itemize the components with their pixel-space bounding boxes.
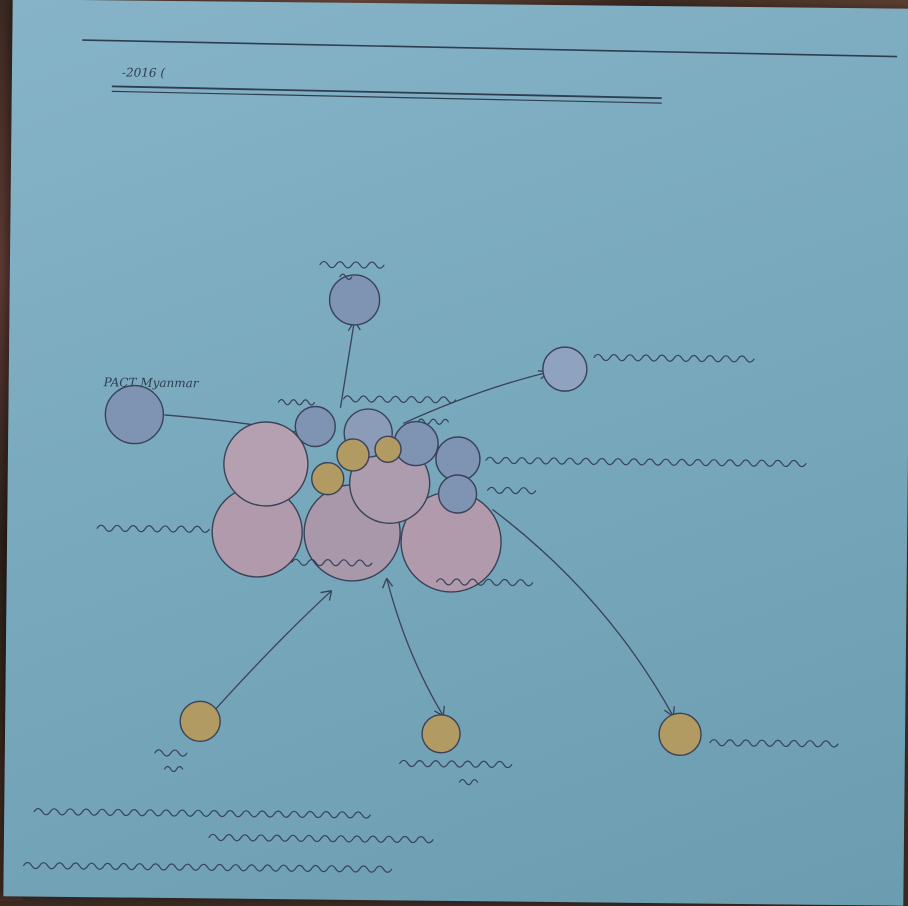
- scribble-bottom-center-label-2: [458, 778, 479, 786]
- cluster-small-right-lower: [437, 474, 478, 514]
- scribble-top-label: [319, 260, 385, 269]
- scribble-right-label: [485, 456, 807, 468]
- circle-bottom-left: [179, 700, 221, 743]
- header-underline-1: [82, 39, 898, 58]
- cluster-small-top-left: [294, 405, 336, 448]
- handwritten-annotations: [23, 260, 839, 873]
- circle-bottom-center: [421, 714, 461, 754]
- cluster-small-top-right: [393, 420, 439, 467]
- scribble-footer-line3: [23, 861, 393, 873]
- scribble-cluster-top-right: [417, 418, 449, 425]
- arrowhead-bottom-left: [320, 590, 333, 601]
- scribble-top-label-2: [339, 273, 353, 280]
- cluster-gold-3: [311, 461, 345, 496]
- arrow-to-upper-right-circle: [403, 371, 550, 425]
- scribble-cluster-top: [342, 395, 457, 404]
- scribble-footer-line1: [33, 808, 371, 819]
- scribble-footer-line2: [208, 833, 434, 844]
- arrowhead-bottom-center-up: [381, 577, 394, 589]
- header-underline-2: [111, 85, 662, 100]
- cluster-gold-2: [374, 435, 402, 463]
- scribble-bottom-center-label: [399, 759, 513, 769]
- arrow-to-bottom-center-circle: [386, 578, 444, 717]
- scribble-upper-right-label: [593, 353, 755, 363]
- scribble-bottom-right-label: [709, 739, 839, 748]
- cluster-mid-left: [223, 421, 309, 507]
- paper-sheet: -2016 (: [3, 0, 908, 906]
- scribble-bottom-left-label-2: [164, 765, 184, 773]
- circle-left-pact: [104, 384, 165, 445]
- header-title-line2: -2016 (: [122, 65, 166, 79]
- header-underline-3: [111, 90, 662, 104]
- arrow-lines: [164, 320, 676, 717]
- arrow-to-top-circle: [339, 320, 356, 408]
- venn-diagram: -2016 (: [23, 39, 898, 873]
- scribble-right-label-2: [487, 486, 537, 495]
- scribble-center-bottom-label: [291, 558, 373, 567]
- scribble-cluster-top-left: [277, 399, 316, 406]
- scribble-left-label: [96, 524, 210, 533]
- central-cluster: [211, 405, 502, 593]
- label-pact-myanmar: PACT Myanmar: [103, 375, 200, 390]
- circle-upper-right: [542, 346, 588, 392]
- scribble-bottom-left-label: [154, 749, 188, 757]
- arrow-from-left-circle: [164, 414, 309, 436]
- arrow-from-bottom-left-circle: [214, 590, 332, 710]
- cluster-gold-1: [336, 438, 370, 472]
- circle-bottom-right: [658, 712, 702, 757]
- circle-top: [328, 274, 381, 326]
- arrow-to-bottom-right-circle: [492, 508, 674, 717]
- scribble-right-bottom-label: [436, 578, 534, 587]
